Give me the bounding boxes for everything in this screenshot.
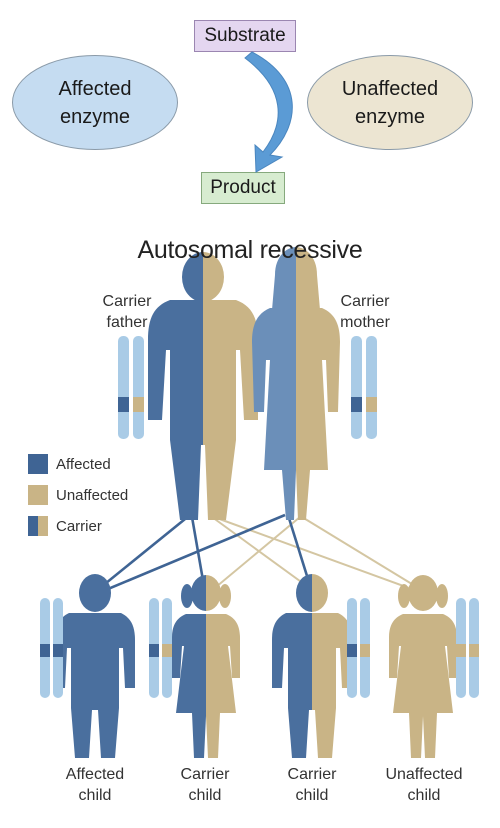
child-2-label: Carrier child: [155, 764, 255, 806]
affected-enzyme-label-line2: enzyme: [59, 105, 131, 128]
child-4-label-line2: child: [407, 787, 441, 804]
child-1-label: Affected child: [45, 764, 145, 806]
legend-label-carrier: Carrier: [56, 517, 102, 535]
reaction-arrow: [244, 51, 293, 173]
child-4-unaffected: [389, 575, 457, 758]
father-label-line2: father: [106, 314, 148, 331]
line-mother-child1: [95, 513, 286, 596]
unaffected-enzyme-label-line2: enzyme: [354, 105, 426, 128]
product-box: Product: [201, 172, 285, 204]
unaffected-enzyme-label-line1: Unaffected: [341, 77, 439, 100]
child-3-label-line1: Carrier: [287, 766, 337, 783]
mother-figure: [252, 247, 340, 520]
mother-label: Carrier mother: [330, 291, 400, 333]
father-chromosomes: [118, 336, 144, 439]
child-3-label: Carrier child: [262, 764, 362, 806]
legend-unaffected: Unaffected: [28, 485, 128, 505]
mother-label-line1: Carrier: [340, 293, 390, 310]
unaffected-enzyme-ellipse: Unaffected enzyme: [307, 55, 473, 150]
inheritance-lines: [94, 513, 426, 596]
mother-chromosomes: [351, 336, 377, 439]
father-figure: [148, 252, 258, 520]
child-2-chromosomes: [149, 598, 172, 698]
child-1-label-line2: child: [78, 787, 112, 804]
legend-swatch-affected: [28, 454, 48, 474]
affected-enzyme-ellipse: Affected enzyme: [12, 55, 178, 150]
child-1-chromosomes: [40, 598, 63, 698]
legend-affected: Affected: [28, 454, 111, 474]
legend-label-unaffected: Unaffected: [56, 486, 129, 504]
father-label-line1: Carrier: [102, 293, 152, 310]
line-mother-child2: [209, 516, 301, 593]
child-2-label-line1: Carrier: [180, 766, 230, 783]
child-4-label-line1: Unaffected: [385, 766, 463, 783]
line-mother-child4: [301, 516, 426, 593]
substrate-box: Substrate: [194, 20, 296, 52]
child-4-chromosomes: [456, 598, 479, 698]
child-2-carrier: [172, 575, 240, 758]
father-label: Carrier father: [92, 291, 162, 333]
child-2-label-line2: child: [188, 787, 222, 804]
child-3-chromosomes: [347, 598, 370, 698]
child-3-carrier: [272, 574, 352, 758]
affected-enzyme-label-line1: Affected: [58, 77, 132, 100]
mother-label-line2: mother: [340, 314, 390, 331]
line-father-child3: [211, 516, 316, 593]
diagram-title: Autosomal recessive: [137, 236, 363, 264]
line-father-child1: [94, 513, 191, 594]
child-1-label-line1: Affected: [65, 766, 125, 783]
legend-label-affected: Affected: [56, 455, 111, 473]
child-4-label: Unaffected child: [372, 764, 476, 806]
child-3-label-line2: child: [295, 787, 329, 804]
child-1-affected: [55, 574, 135, 758]
legend-swatch-carrier: [28, 516, 48, 536]
legend-carrier: Carrier: [28, 516, 102, 536]
legend-swatch-unaffected: [28, 485, 48, 505]
